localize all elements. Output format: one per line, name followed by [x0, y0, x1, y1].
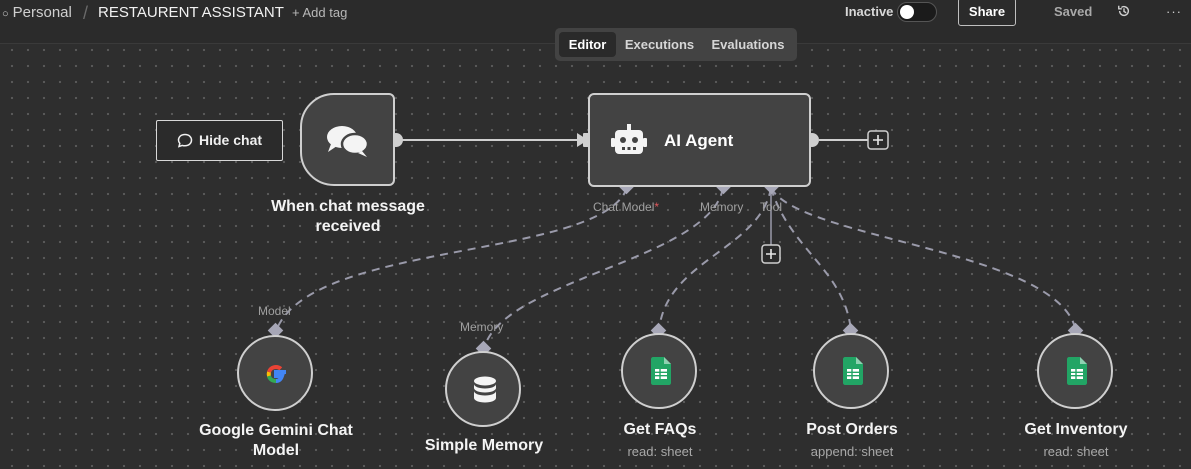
- chat-bubbles-icon: [327, 126, 370, 157]
- chat-trigger-title: When chat message received: [271, 198, 425, 235]
- ai-agent-title: AI Agent: [664, 131, 734, 150]
- tool-connection-inventory[interactable]: [770, 187, 1077, 332]
- person-icon: ○: [2, 8, 9, 20]
- breadcrumb-separator: /: [83, 3, 89, 23]
- get-inventory-subtitle: read: sheet: [1043, 444, 1109, 459]
- model-connection[interactable]: [275, 187, 628, 332]
- get-faqs-node[interactable]: [621, 333, 697, 409]
- post-orders-node[interactable]: [813, 333, 889, 409]
- post-orders-title: Post Orders: [806, 421, 898, 438]
- connection-arrow-icon: [577, 133, 588, 147]
- gemini-node-title: Google Gemini Chat Model: [199, 422, 353, 459]
- memory-port-label: Memory: [700, 200, 744, 214]
- get-inventory-title: Get Inventory: [1024, 421, 1128, 438]
- get-faqs-title: Get FAQs: [623, 421, 697, 438]
- add-tag-link[interactable]: + Add tag: [292, 5, 348, 20]
- more-options-icon[interactable]: ···: [1166, 4, 1182, 19]
- gemini-chat-model-node[interactable]: [237, 335, 313, 411]
- view-tabs: Editor Executions Evaluations: [555, 28, 797, 61]
- hide-chat-label: Hide chat: [199, 132, 263, 148]
- chat-bubble-icon: [177, 133, 193, 148]
- google-sheets-icon: [651, 357, 671, 385]
- hide-chat-button[interactable]: Hide chat: [156, 120, 283, 161]
- share-button[interactable]: Share: [958, 0, 1016, 26]
- robot-icon: [611, 124, 647, 154]
- ai-agent-node[interactable]: [588, 93, 811, 187]
- memory-connection[interactable]: [483, 187, 724, 350]
- tab-executions[interactable]: Executions: [624, 37, 695, 52]
- database-icon: [474, 376, 496, 403]
- model-port-label: Model: [258, 304, 291, 318]
- get-faqs-subtitle: read: sheet: [627, 444, 693, 459]
- tool-port-label: Tool: [760, 200, 783, 214]
- tool-connection-orders[interactable]: [770, 187, 852, 332]
- chat-trigger-node[interactable]: [300, 93, 395, 186]
- tab-evaluations[interactable]: Evaluations: [711, 37, 785, 52]
- toggle-knob: [900, 5, 914, 19]
- plus-icon: [766, 249, 776, 259]
- get-inventory-node[interactable]: [1037, 333, 1113, 409]
- google-sheets-icon: [843, 357, 863, 385]
- google-icon: [266, 364, 286, 383]
- google-sheets-icon: [1067, 357, 1087, 385]
- history-icon[interactable]: [1117, 4, 1131, 18]
- activation-toggle[interactable]: [897, 2, 937, 22]
- chat-model-port-label: Chat Model*: [593, 200, 660, 214]
- required-mark: *: [654, 200, 660, 214]
- save-state-label: Saved: [1054, 4, 1093, 19]
- post-orders-subtitle: append: sheet: [810, 444, 894, 459]
- memory-node-port-label: Memory: [460, 320, 504, 334]
- tool-connection-faqs[interactable]: [658, 187, 772, 332]
- workflow-name[interactable]: RESTAURENT ASSISTANT: [98, 4, 284, 21]
- workspace-label: Personal: [12, 4, 72, 21]
- simple-memory-title: Simple Memory: [424, 437, 544, 454]
- activation-status-label: Inactive: [845, 4, 894, 19]
- plus-icon: [873, 135, 883, 145]
- breadcrumb-workspace[interactable]: ○Personal: [2, 0, 72, 26]
- simple-memory-node[interactable]: [445, 351, 521, 427]
- tab-editor[interactable]: Editor: [559, 32, 616, 57]
